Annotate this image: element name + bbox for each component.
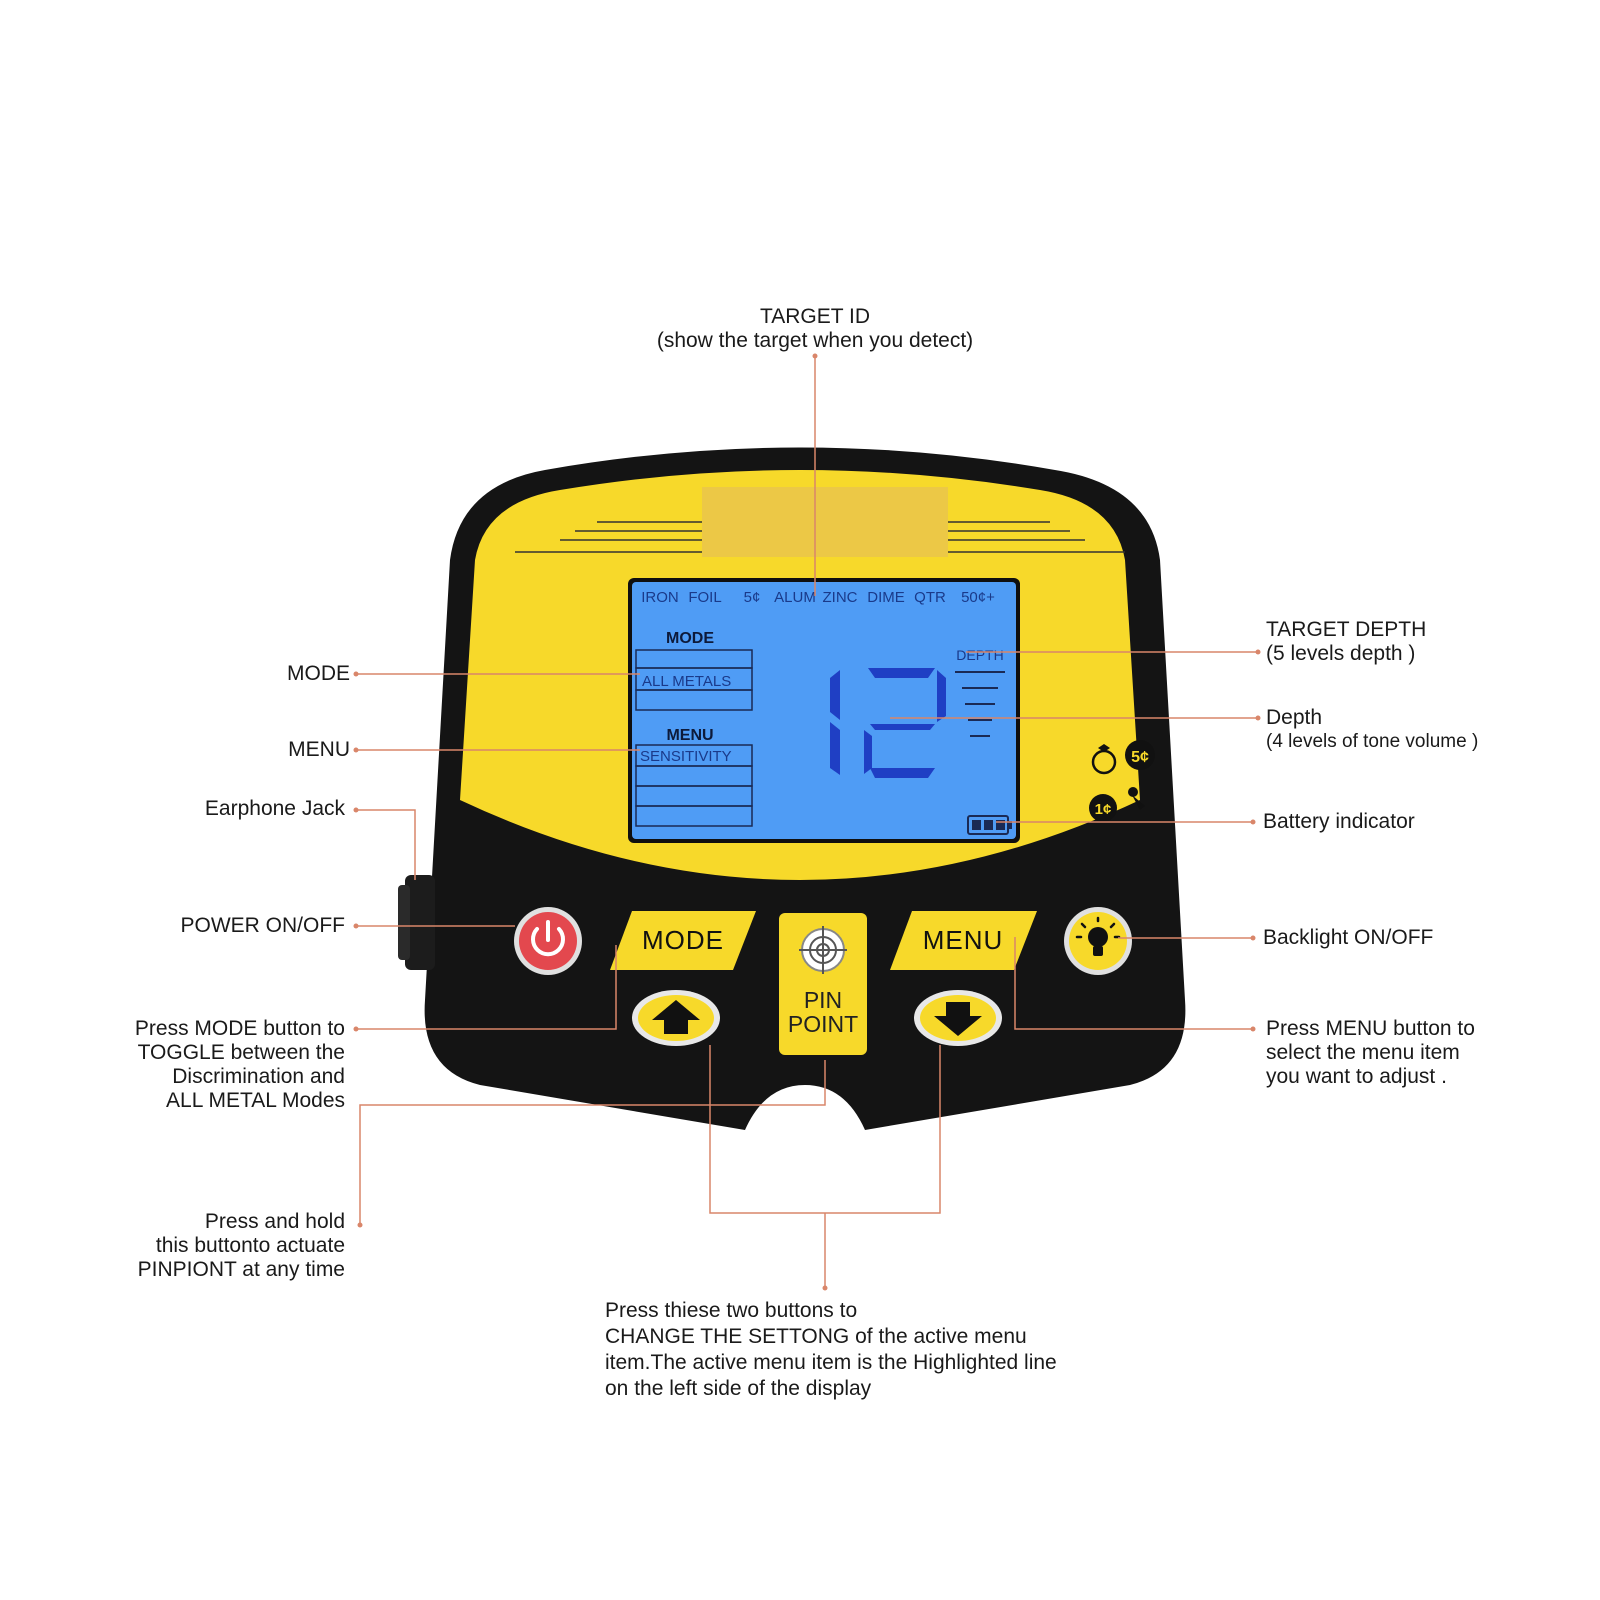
callout-depth-title: Depth (1266, 706, 1323, 729)
mode-button[interactable]: MODE (610, 911, 756, 970)
callout-target-depth-title: TARGET DEPTH (1266, 618, 1427, 641)
power-button[interactable] (514, 907, 582, 975)
down-arrow-button[interactable] (914, 990, 1002, 1046)
callout-mode-button-line: TOGGLE between the (137, 1041, 345, 1064)
lcd-mode-value: ALL METALS (642, 673, 731, 690)
penny-coin-icon: 1¢ (1089, 794, 1117, 822)
pinpoint-button[interactable]: PIN POINT (779, 913, 867, 1055)
ring-icon (1091, 744, 1117, 775)
target-icons: 5¢ 1¢ (1089, 740, 1155, 822)
callout-arrows-line: on the left side of the display (605, 1377, 872, 1400)
lcd-target-label: ALUM (774, 589, 816, 606)
lcd-screen: IRON FOIL 5¢ ALUM ZINC DIME QTR 50¢+ MODE ALL M… (628, 578, 1020, 843)
lcd-digit-2 (864, 668, 946, 778)
callout-pinpoint-line: PINPIONT at any time (137, 1258, 345, 1281)
up-arrow-button[interactable] (632, 990, 720, 1046)
callout-mode-button-line: Press MODE button to (134, 1017, 345, 1040)
callout-power: POWER ON/OFF (180, 914, 346, 937)
earphone-jack[interactable] (405, 875, 435, 970)
callout-target-id: TARGET ID (show the target when you dete… (645, 305, 985, 353)
callout-mode-button-line: ALL METAL Modes (166, 1089, 345, 1112)
lcd-target-label: 5¢ (744, 589, 761, 606)
callout-pinpoint-line: this buttonto actuate (155, 1234, 345, 1257)
speaker-grille (515, 521, 1125, 553)
callout-target-depth: TARGET DEPTH (5 levels depth ) (1266, 618, 1426, 666)
arrow-down-icon (934, 1002, 982, 1036)
arrow-up-icon (652, 1000, 700, 1034)
callout-earphone: Earphone Jack (204, 797, 345, 820)
callout-mode-button-line: Discrimination and (172, 1065, 345, 1088)
backlight-button[interactable] (1064, 907, 1132, 975)
leader-lines (356, 356, 1258, 1288)
callout-arrows-line: CHANGE THE SETTONG of the active menu (605, 1325, 1027, 1348)
callout-target-id-title: TARGET ID (759, 305, 871, 328)
lcd-target-label: DIME (867, 589, 905, 606)
callout-mode: MODE (287, 662, 350, 685)
callout-pinpoint: Press and hold this buttonto actuate PIN… (138, 1210, 345, 1282)
leader-dots (353, 353, 1261, 1291)
battery-icon (967, 815, 1012, 835)
callout-backlight: Backlight ON/OFF (1263, 926, 1434, 949)
lcd-target-label: 50¢+ (961, 589, 995, 606)
menu-button[interactable]: MENU (890, 911, 1037, 970)
drumstick-icon (1128, 787, 1145, 810)
callout-target-id-sub: (show the target when you detect) (656, 329, 974, 352)
callout-depth: Depth (4 levels of tone volume ) (1266, 706, 1478, 754)
svg-text:5¢: 5¢ (1131, 749, 1149, 766)
pinpoint-label-line2: POINT (788, 1011, 858, 1037)
callout-mode-button: Press MODE button to TOGGLE between the … (135, 1017, 345, 1113)
lcd-target-label: ZINC (823, 589, 858, 606)
lcd-mode-header: MODE (666, 630, 714, 647)
lcd-target-label: IRON (641, 589, 679, 606)
bulb-icon (1075, 916, 1121, 956)
lcd-menu-value: SENSITIVITY (640, 748, 732, 765)
lcd-digit-1 (830, 670, 840, 775)
pinpoint-label-line1: PIN (804, 987, 842, 1013)
brand-label-area (702, 487, 948, 557)
lcd-target-label: FOIL (688, 589, 721, 606)
lcd-menu-header: MENU (666, 727, 713, 744)
callout-menu-button-line: Press MENU button to (1266, 1017, 1475, 1040)
callout-menu-button-line: select the menu item (1266, 1041, 1460, 1064)
callout-pinpoint-line: Press and hold (204, 1210, 345, 1233)
callout-target-depth-sub: (5 levels depth ) (1266, 642, 1416, 665)
callout-menu-button: Press MENU button to select the menu ite… (1266, 1017, 1475, 1089)
svg-text:1¢: 1¢ (1095, 801, 1112, 818)
menu-button-label: MENU (923, 925, 1004, 955)
mode-button-label: MODE (642, 925, 724, 955)
lcd-depth-label: DEPTH (956, 647, 1003, 663)
lcd-depth-bars (955, 671, 1005, 737)
callout-arrows: Press thiese two buttons to CHANGE THE S… (605, 1298, 1057, 1402)
crosshair-icon (799, 926, 847, 974)
callout-menu: MENU (288, 738, 350, 761)
callout-arrows-line: item.The active menu item is the Highlig… (605, 1351, 1057, 1374)
callout-arrows-line: Press thiese two buttons to (605, 1299, 858, 1322)
callout-battery: Battery indicator (1263, 810, 1415, 833)
lcd-target-label: QTR (914, 589, 946, 606)
lcd-target-scale: IRON FOIL 5¢ ALUM ZINC DIME QTR 50¢+ (641, 589, 995, 606)
callout-menu-button-line: you want to adjust . (1266, 1065, 1447, 1088)
callout-depth-sub: (4 levels of tone volume ) (1266, 731, 1479, 752)
nickel-coin-icon: 5¢ (1125, 740, 1155, 770)
